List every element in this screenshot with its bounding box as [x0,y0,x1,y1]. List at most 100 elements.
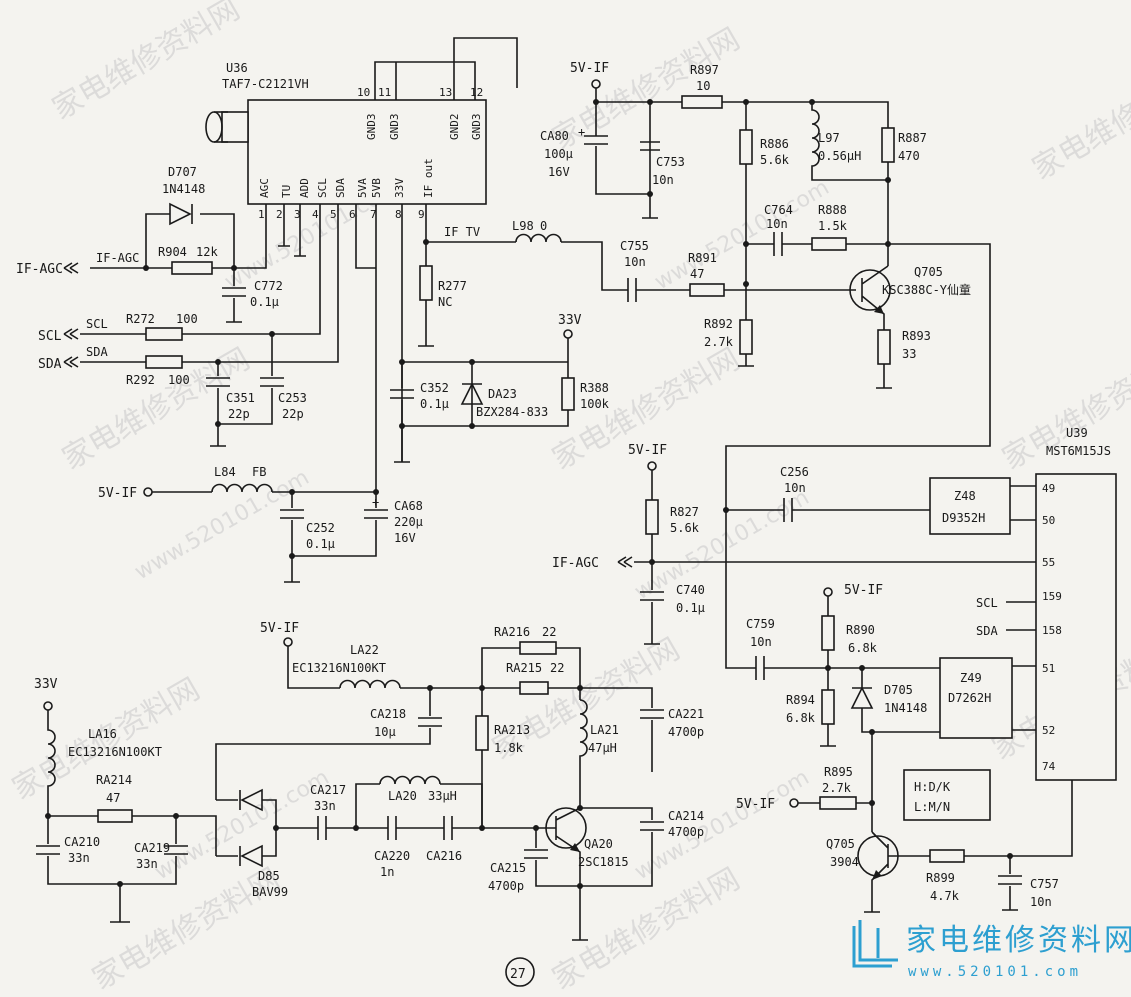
ca80-value: 100μ [544,147,573,161]
ra216-value: 22 [542,625,556,639]
c740-ref: C740 [676,583,705,597]
la22-ref: LA22 [350,643,379,657]
r388-resistor [561,377,575,411]
ca210-value: 33n [68,851,90,865]
scl-net-label: SCL [86,317,108,331]
watermark-text: 家电维修资料网 [547,22,746,157]
r897-value: 10 [696,79,710,93]
u39-part: MST6M15JS [1046,444,1111,458]
r895-ref: R895 [824,765,853,779]
ca215-ref: CA215 [490,861,526,875]
ra213-value: 1.8k [494,741,524,755]
demod-u39: U39 MST6M15JS 49 50 55 159 158 51 52 74 … [552,426,1117,913]
l84-inductor [211,483,273,493]
la20-value: 33μH [428,789,457,803]
c351-value: 22p [228,407,250,421]
c253-value: 22p [282,407,304,421]
u39-ref: U39 [1066,426,1088,440]
ca218-ref: CA218 [370,707,406,721]
c757-ref: C757 [1030,877,1059,891]
u36-pin-7: 7 [370,208,377,221]
port-arrow-icon [617,556,633,568]
u39-pin-52: 52 [1042,724,1055,737]
watermark-text: 家电维修资料网 [47,0,246,127]
z49-filter [939,657,1013,739]
c759-ref: C759 [746,617,775,631]
logo-url: www.520101.com [908,964,1082,980]
d707-ref: D707 [168,165,197,179]
u39-pin-159: 159 [1042,590,1062,603]
tuner-u36: U36 TAF7-C2121VH 10 11 13 12 GND3 GND3 G… [205,37,518,221]
la16-ref: LA16 [88,727,117,741]
qa20-value: 2SC1815 [578,855,629,869]
c253-ref: C253 [278,391,307,405]
u39-pin-74: 74 [1042,760,1056,773]
u36-pin-1: 1 [258,208,265,221]
la22-value: EC13216N100KT [292,661,386,675]
r277-value: NC [438,295,452,309]
u36-label-if-out: IF out [422,158,435,198]
d707-value: 1N4148 [162,182,205,196]
r886-ref: R886 [760,137,789,151]
c351-ref: C351 [226,391,255,405]
r894-ref: R894 [786,693,815,707]
d85-diode-icon [240,844,263,868]
terminal-icon [591,79,601,89]
la21-inductor [579,699,588,808]
ca221-value: 4700p [668,725,704,739]
l97-inductor [811,102,888,181]
c755-value: 10n [624,255,646,269]
c759-value: 10n [750,635,772,649]
ca217-value: 33n [314,799,336,813]
r888-value: 1.5k [818,219,848,233]
c256-ref: C256 [780,465,809,479]
la20-inductor [379,775,441,785]
q705b-value: 3904 [830,855,859,869]
ra214-value: 47 [106,791,120,805]
c252-value: 0.1μ [306,537,335,551]
terminal-icon [789,798,799,808]
l98-value: 0 [540,219,547,233]
r292-value: 100 [168,373,190,387]
ra213-resistor [475,715,489,751]
r895-resistor [819,796,857,810]
v5if-label: 5V-IF [570,61,609,76]
watermark-url: www.520101.com [151,765,334,885]
c764-value: 10n [766,217,788,231]
plus-sign: + [578,125,585,139]
c764-ref: C764 [764,203,793,217]
scl-port-label: SCL [38,329,62,344]
u36-label-gnd3: GND3 [470,114,483,141]
if-agc-port-label: IF-AGC [552,556,599,571]
if-agc-port-label: IF-AGC [16,262,63,277]
page-number: 27 [510,967,526,982]
r887-value: 470 [898,149,920,163]
terminal-icon [563,329,573,339]
terminal-icon [283,637,293,647]
r894-resistor [821,689,835,725]
standard-note-box [903,769,991,821]
logo-text: 家电维修资料网 [906,923,1131,958]
l84-ref: L84 [214,465,236,479]
note-line-2: L:M/N [914,800,950,814]
ca68-value: 220μ [394,515,423,529]
u36-pin-5: 5 [330,208,337,221]
port-arrow-icon [63,328,79,368]
da23-ref: DA23 [488,387,517,401]
ca221-ref: CA221 [668,707,704,721]
u36-pin-10: 10 [357,86,370,99]
la21-value: 47μH [588,741,617,755]
d85-value: BAV99 [252,885,288,899]
c352-ref: C352 [420,381,449,395]
ra213-ref: RA213 [494,723,530,737]
ra216-ref: RA216 [494,625,530,639]
v5if-label: 5V-IF [628,443,667,458]
r827-resistor [645,499,659,535]
r892-resistor [739,319,753,355]
ca68-ref: CA68 [394,499,423,513]
da23-value: BZX284-833 [476,405,548,419]
u39-sda-label: SDA [976,624,998,638]
v33-label: 33V [558,313,582,328]
qa20-transistor-icon [545,807,587,849]
